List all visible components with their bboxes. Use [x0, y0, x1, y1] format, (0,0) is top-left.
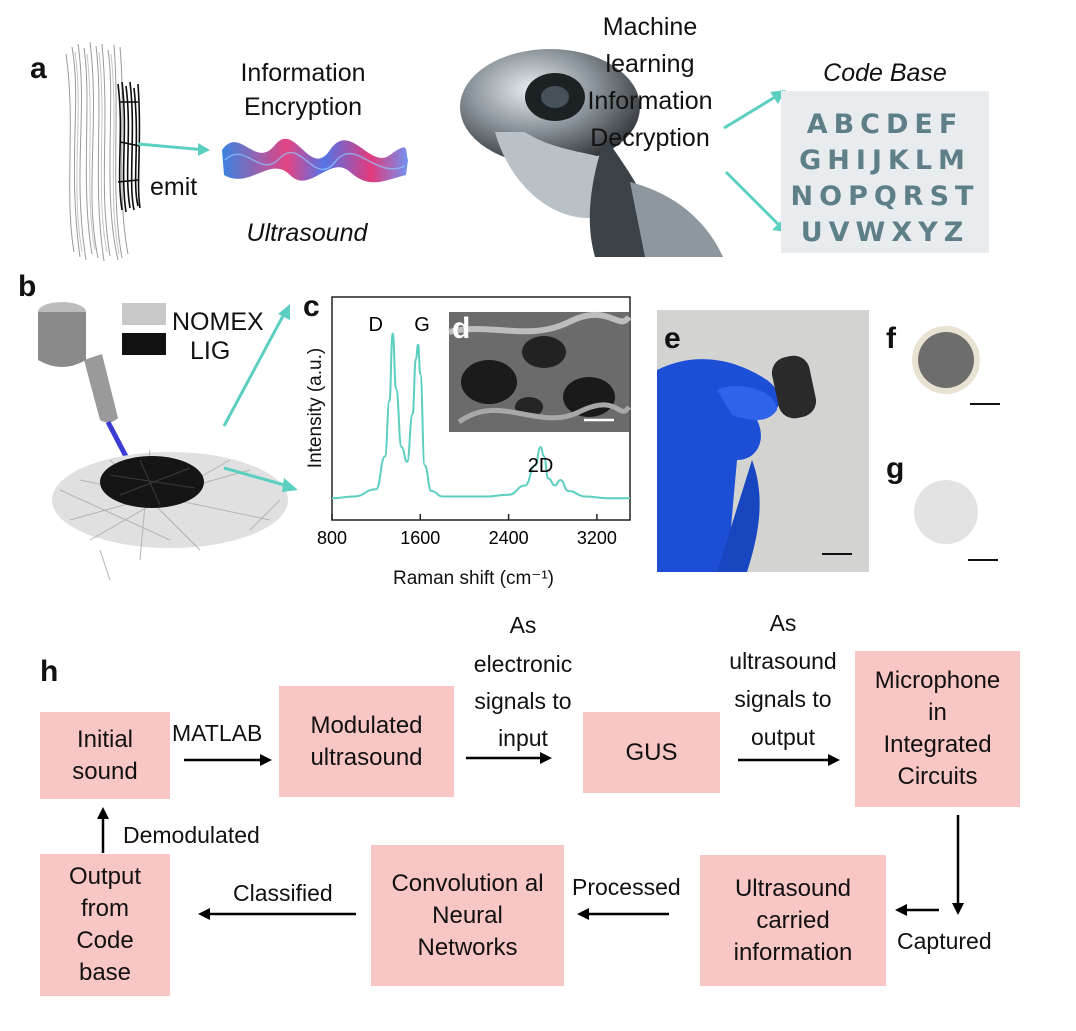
- lig-disc-photo: [912, 326, 1000, 405]
- ml-line4: Decryption: [590, 124, 710, 152]
- raman-peak-label-2d: 2D: [528, 455, 554, 477]
- panel-label-a: a: [30, 52, 47, 85]
- raman-series-line: [331, 332, 630, 500]
- info-encryption-line2: Encryption: [243, 93, 363, 121]
- legend-swatch-nomex: [122, 303, 166, 325]
- label-ultrasound-4: output: [751, 724, 815, 750]
- emit-label: emit: [150, 173, 198, 201]
- code-base-title: Code Base: [823, 59, 947, 87]
- panel-label-f: f: [886, 322, 896, 355]
- raman-xtick-label: 3200: [577, 528, 617, 548]
- ml-line3: Information: [587, 87, 713, 115]
- arrow-electronic: [466, 752, 552, 764]
- arrow-b-to-c-upper: [222, 304, 290, 427]
- sem-inset-image: [448, 311, 632, 432]
- label-ultrasound-1: As: [769, 610, 797, 636]
- raman-peak-label-g: G: [414, 314, 430, 336]
- label-ultrasound-3: signals to: [734, 686, 832, 712]
- legend-label-nomex: NOMEX: [172, 308, 264, 336]
- arrow-matlab: [184, 754, 272, 766]
- ultrasound-wave-image: [222, 138, 408, 183]
- arrow-captured: [895, 815, 964, 916]
- label-electronic-1: As: [509, 612, 537, 638]
- panel-label-h: h: [40, 655, 59, 688]
- nomex-lig-sample-image: [52, 449, 288, 581]
- code-row-3: NOPQRST: [790, 181, 980, 212]
- panel-label-b: b: [18, 270, 37, 303]
- box-ultrasound-info: Ultrasound carried information: [700, 855, 886, 986]
- arrow-demodulated: [97, 807, 109, 853]
- label-demodulated: Demodulated: [123, 822, 260, 848]
- ultrasound-label: Ultrasound: [246, 219, 368, 247]
- label-ultrasound-2: ultrasound: [729, 648, 837, 674]
- box-cnn: Convolution al Neural Networks: [371, 845, 564, 986]
- label-matlab: MATLAB: [172, 720, 263, 746]
- box-output: Output from Code base: [40, 854, 170, 996]
- code-row-4: UVWXYZ: [800, 217, 970, 248]
- arrow-b-to-c-lower: [223, 466, 298, 492]
- laser-device-image: [38, 302, 135, 470]
- panel-label-c: c: [303, 290, 320, 323]
- raman-chart: 800 1600 2400 3200 D G 2D: [317, 296, 631, 548]
- ml-line1: Machine: [602, 13, 698, 41]
- box-initial-sound: Initial sound: [40, 712, 170, 799]
- panel-label-d: d: [452, 312, 471, 345]
- robot-head-image: [460, 49, 723, 257]
- legend-swatch-lig: [122, 333, 166, 355]
- box-modulated-ultrasound: Modulated ultrasound: [279, 686, 454, 797]
- gloved-hand-photo: [657, 310, 869, 572]
- raman-xtick-label: 1600: [400, 528, 440, 548]
- legend-label-lig: LIG: [190, 337, 231, 365]
- label-classified: Classified: [233, 880, 333, 906]
- label-captured: Captured: [897, 928, 992, 954]
- code-base-letters: ABCDEF GHIJKLM NOPQRST UVWXYZ: [781, 91, 989, 253]
- fiber-bundle-image: [65, 41, 141, 262]
- raman-xtick-label: 2400: [489, 528, 529, 548]
- raman-ylabel: Intensity (a.u.): [305, 347, 326, 469]
- label-electronic-4: input: [498, 725, 548, 751]
- arrow-classified: [198, 908, 356, 920]
- raman-peak-label-d: D: [368, 314, 382, 336]
- panel-label-e: e: [664, 322, 681, 355]
- raman-xtick-label: 800: [317, 528, 347, 548]
- info-encryption-line1: Information: [240, 59, 366, 87]
- arrow-emit: [137, 142, 210, 156]
- code-row-1: ABCDEF: [806, 109, 964, 140]
- nomex-disc-photo: [914, 480, 998, 561]
- label-processed: Processed: [572, 874, 681, 900]
- panel-label-g: g: [886, 452, 905, 485]
- label-electronic-3: signals to: [474, 688, 572, 714]
- box-microphone: Microphone in Integrated Circuits: [855, 651, 1020, 807]
- ml-line2: learning: [605, 50, 695, 78]
- arrow-processed: [577, 908, 669, 920]
- arrow-ultrasound-output: [738, 754, 840, 766]
- raman-xlabel: Raman shift (cm⁻¹): [393, 568, 554, 589]
- code-row-2: GHIJKLM: [799, 145, 971, 176]
- label-electronic-2: electronic: [473, 651, 573, 677]
- box-gus: GUS: [583, 712, 720, 793]
